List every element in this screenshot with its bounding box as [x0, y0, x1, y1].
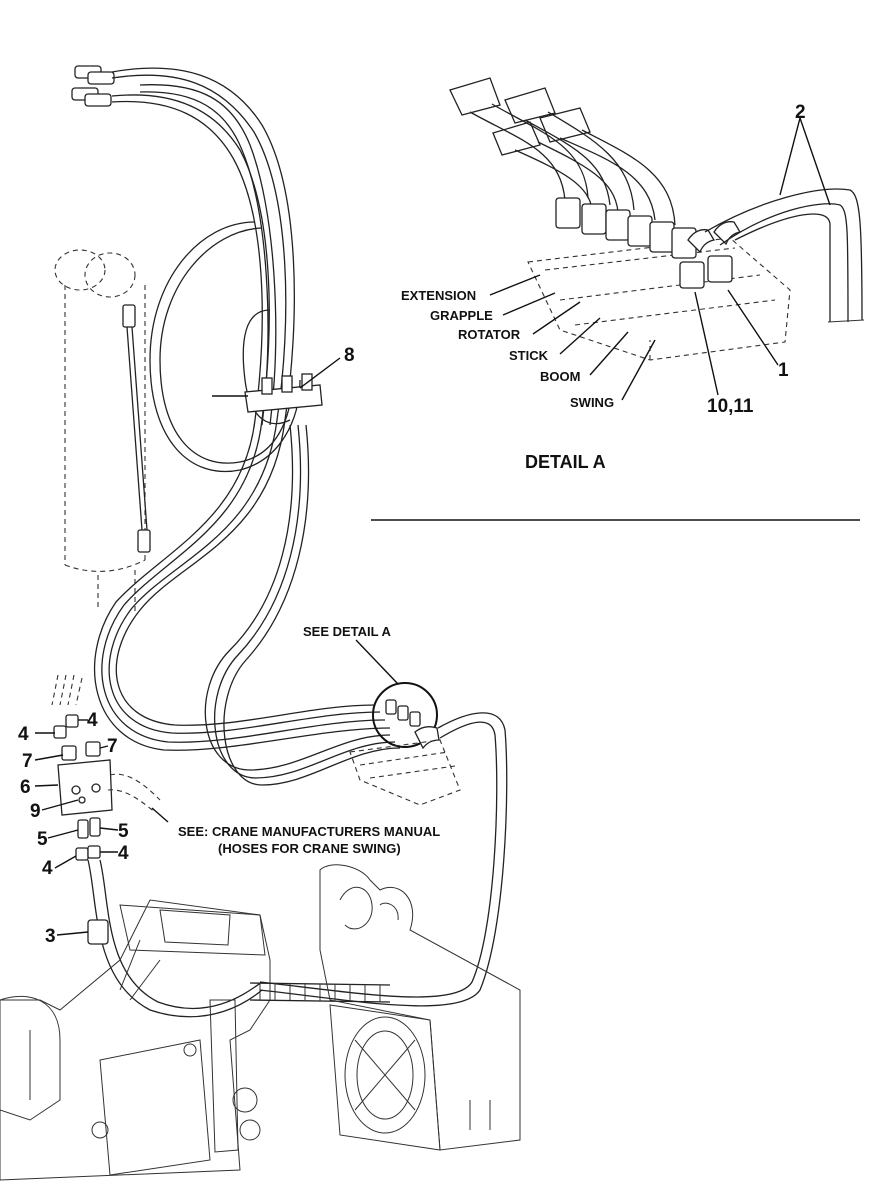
- callout-4-d: 4: [118, 843, 129, 864]
- crane-boom-cylinder: [54, 249, 151, 612]
- port-label-boom: BOOM: [540, 369, 580, 384]
- note-line-2: (HOSES FOR CRANE SWING): [218, 841, 401, 856]
- detail-a-illustration: [449, 77, 865, 361]
- see-detail-label: SEE DETAIL A: [303, 624, 391, 639]
- callout-4-b: 4: [87, 710, 98, 731]
- callout-3: 3: [45, 926, 56, 947]
- callout-7-b: 7: [107, 736, 118, 757]
- callout-7-a: 7: [22, 751, 33, 772]
- callout-8: 8: [344, 345, 355, 366]
- callout-5-a: 5: [37, 829, 48, 850]
- swing-housing: [319, 864, 521, 1151]
- note-line-1: SEE: CRANE MANUFACTURERS MANUAL: [178, 824, 440, 839]
- port-label-extension: EXTENSION: [401, 288, 476, 303]
- detail-a-title: DETAIL A: [525, 452, 606, 472]
- detail-a-marker: [349, 682, 461, 806]
- port-label-swing: SWING: [570, 395, 614, 410]
- crane-base: [0, 899, 271, 1181]
- port-label-rotator: ROTATOR: [458, 327, 521, 342]
- callout-2: 2: [795, 102, 806, 123]
- hose-sleeve: [249, 982, 391, 1003]
- leader-8: [299, 357, 341, 389]
- callout-4-a: 4: [18, 724, 29, 745]
- callout-6: 6: [20, 777, 31, 798]
- port-label-grapple: GRAPPLE: [430, 308, 493, 323]
- hose-bundle: [71, 65, 401, 786]
- callout-5-b: 5: [118, 821, 129, 842]
- detail-a-leaders: [489, 117, 831, 401]
- swing-hose: [259, 712, 508, 1007]
- leader-note: [151, 807, 169, 823]
- left-callout-leaders: [34, 719, 119, 936]
- callout-4-c: 4: [42, 858, 53, 879]
- hose-clamp: [212, 373, 323, 413]
- leader-see-detail: [355, 639, 399, 685]
- callout-1: 1: [778, 360, 789, 381]
- callout-10-11: 10,11: [707, 396, 754, 417]
- port-label-stick: STICK: [509, 348, 549, 363]
- callout-9: 9: [30, 801, 41, 822]
